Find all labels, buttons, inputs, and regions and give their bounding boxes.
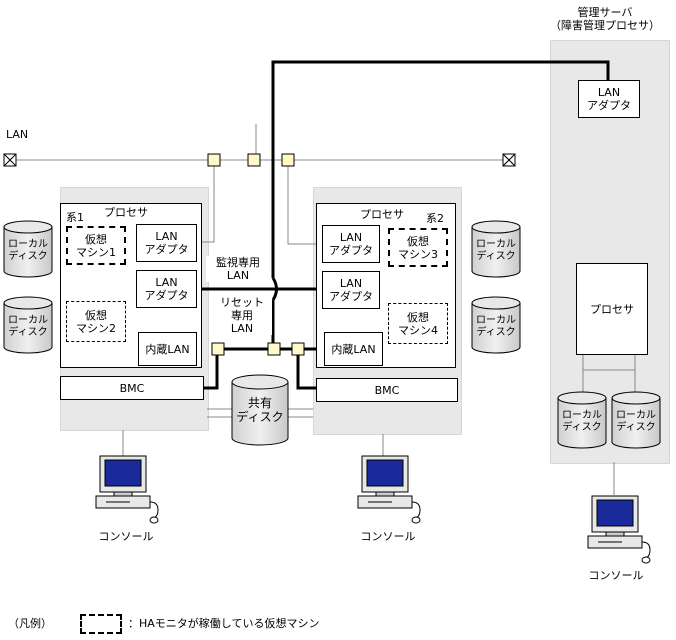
computer-icon (95, 455, 159, 524)
server1-builtin-lan: 内蔵LAN (138, 332, 197, 366)
disk-line2: ディスク (8, 327, 48, 338)
legend-prefix: （凡例） (8, 617, 52, 630)
disk-line1: ローカル (476, 315, 516, 326)
server1-processor-label: プロセサ (104, 206, 148, 219)
vm2-box: 仮想 マシン2 (66, 301, 126, 342)
mgmt-server-title-line2: （障害管理プロセサ） (550, 19, 660, 32)
server2-builtin-lan: 内蔵LAN (324, 332, 383, 366)
vm4-line2: マシン4 (398, 323, 438, 337)
adapter-line2: アダプタ (329, 244, 373, 257)
server1-bmc: BMC (60, 376, 204, 400)
local-disk-icon (3, 296, 53, 354)
server1-system-label: 系1 (66, 211, 84, 224)
lan-label: LAN (6, 128, 29, 141)
server2-system-label: 系2 (426, 212, 444, 225)
adapter-line2: アダプタ (144, 289, 189, 302)
adapter-line1: LAN (597, 86, 621, 99)
local-disk-label: ローカルディスク (472, 315, 520, 339)
vm3-line2: マシン3 (398, 247, 438, 261)
reset-lan-line2: 専用 (231, 309, 253, 322)
server2-lan-adapter-2: LAN アダプタ (322, 271, 380, 309)
server2-bmc: BMC (316, 378, 458, 402)
local-disk-icon (471, 220, 521, 278)
local-disk-icon (471, 296, 521, 354)
reset-lan-line1: リセット (220, 296, 264, 309)
monitor-lan-line2: LAN (226, 269, 250, 282)
legend-text: ：HAモニタが稼働している仮想マシン (128, 617, 320, 630)
vm1-line2: マシン1 (76, 245, 116, 259)
adapter-line1: LAN (155, 230, 178, 243)
server2-processor-label: プロセサ (360, 208, 404, 221)
server2-lan-adapter-1: LAN アダプタ (322, 225, 380, 263)
monitor-lan-label: 監視専用 LAN (206, 256, 270, 282)
mgmt-processor: プロセサ (576, 263, 648, 355)
server1-lan-adapter-2: LAN アダプタ (136, 270, 197, 308)
disk-line1: ローカル (8, 239, 48, 250)
monitor-lan-line1: 監視専用 (216, 256, 260, 269)
local-disk-label: ローカルディスク (612, 410, 660, 434)
disk-line2: ディスク (616, 422, 656, 433)
vm1-box: 仮想 マシン1 (66, 226, 126, 265)
local-disk-label: ローカルディスク (558, 410, 606, 434)
reset-lan-line3: LAN (230, 322, 254, 335)
local-disk-label: ローカルディスク (4, 239, 52, 263)
computer-icon (357, 455, 421, 524)
computer-icon (587, 495, 651, 564)
shared-disk-line2: ディスク (236, 410, 284, 424)
vm2-line2: マシン2 (76, 321, 116, 335)
vm2-line1: 仮想 (85, 308, 107, 322)
adapter-line1: LAN (155, 276, 178, 289)
adapter-line2: アダプタ (329, 290, 373, 303)
vm4-line1: 仮想 (407, 310, 429, 324)
vm4-box: 仮想 マシン4 (388, 303, 448, 344)
disk-line2: ディスク (476, 327, 516, 338)
shared-disk-icon (231, 374, 289, 446)
disk-line2: ディスク (476, 251, 516, 262)
server1-lan-adapter-1: LAN アダプタ (136, 224, 197, 262)
lan-terminator-left (3, 153, 17, 167)
mgmt-server-title: 管理サーバ （障害管理プロセサ） (520, 6, 676, 32)
disk-line1: ローカル (616, 410, 656, 421)
shared-disk-line1: 共有 (247, 396, 272, 410)
console-label-2: コンソール (360, 530, 416, 543)
disk-line2: ディスク (562, 422, 602, 433)
disk-line1: ローカル (562, 410, 602, 421)
legend-dashed-box (80, 614, 122, 634)
vm1-line1: 仮想 (85, 232, 107, 246)
reset-lan-label: リセット 専用 LAN (212, 296, 272, 335)
console-label-1: コンソール (98, 530, 154, 543)
mgmt-server-title-line1: 管理サーバ (577, 6, 633, 19)
local-disk-label: ローカルディスク (472, 239, 520, 263)
disk-line1: ローカル (8, 315, 48, 326)
adapter-line1: LAN (339, 231, 363, 244)
adapter-line2: アダプタ (587, 99, 631, 112)
shared-disk-label: 共有 ディスク (232, 396, 288, 424)
console-label-3: コンソール (588, 569, 644, 582)
local-disk-icon (557, 391, 607, 449)
local-disk-label: ローカルディスク (4, 315, 52, 339)
vm3-line1: 仮想 (407, 234, 429, 248)
adapter-line1: LAN (339, 277, 363, 290)
local-disk-icon (611, 391, 661, 449)
mgmt-lan-adapter: LAN アダプタ (578, 80, 640, 118)
vm3-box: 仮想 マシン3 (388, 228, 448, 267)
adapter-line2: アダプタ (144, 243, 189, 256)
disk-line1: ローカル (476, 239, 516, 250)
disk-line2: ディスク (8, 251, 48, 262)
lan-terminator-right (502, 153, 516, 167)
local-disk-icon (3, 220, 53, 278)
